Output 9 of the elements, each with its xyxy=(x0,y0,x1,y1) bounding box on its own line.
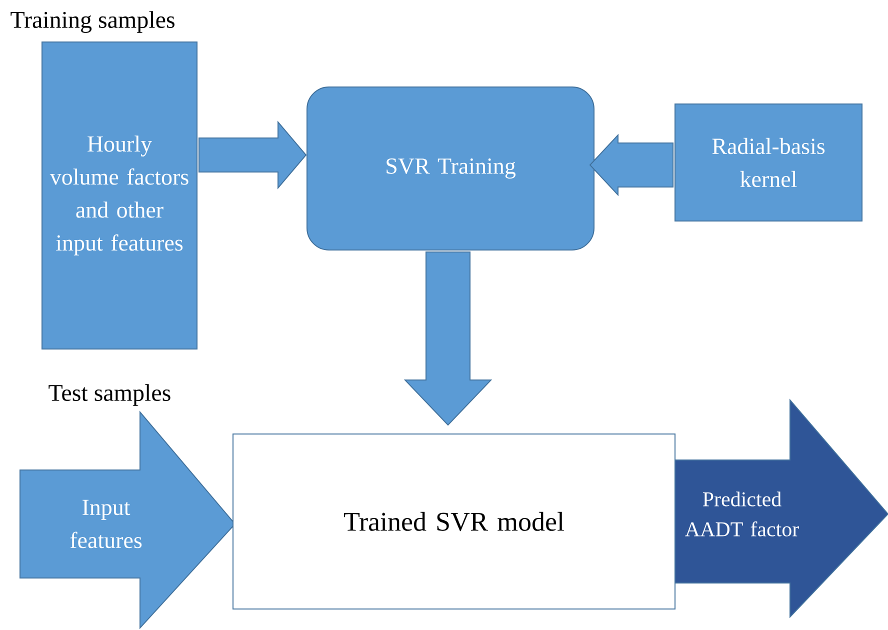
block-arrow xyxy=(404,252,492,426)
heading: Training samples xyxy=(10,11,174,33)
block-arrow xyxy=(589,134,674,196)
process-box: Hourly volume factors and other input features xyxy=(42,42,198,350)
heading: Test samples xyxy=(48,384,170,406)
process-box: Trained SVR model xyxy=(232,434,676,610)
block-arrow xyxy=(198,120,307,190)
process-box: SVR Training xyxy=(306,86,594,250)
process-box: Radial-basis kernel xyxy=(674,104,862,222)
